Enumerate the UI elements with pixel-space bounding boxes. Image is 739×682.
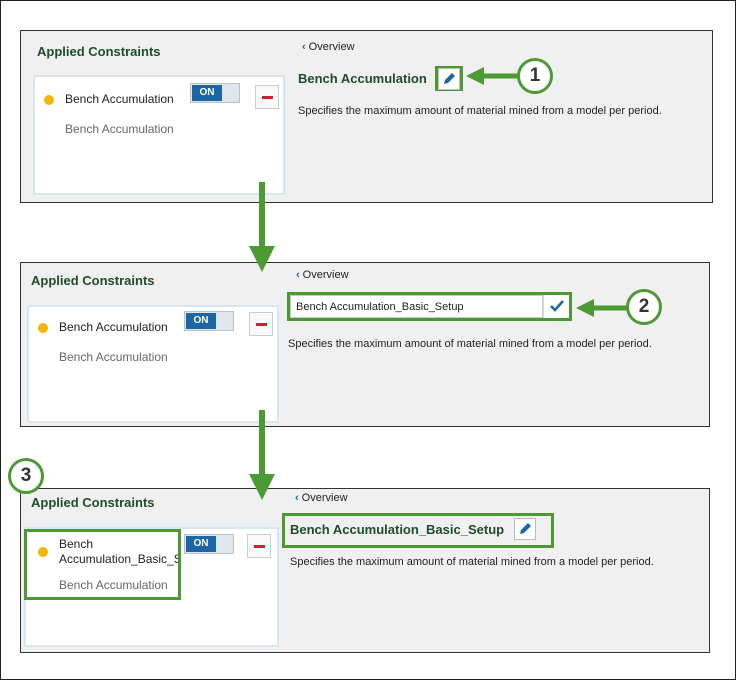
constraint-type: Bench Accumulation — [59, 578, 168, 592]
constraint-name-highlight — [24, 529, 181, 600]
detail-title: Bench Accumulation — [298, 71, 427, 86]
toggle-on-label: ON — [186, 313, 216, 329]
status-dot-icon — [44, 95, 54, 105]
overview-link[interactable]: ‹Overview — [295, 492, 348, 504]
panel-title: Applied Constraints — [37, 44, 161, 59]
constraint-type: Bench Accumulation — [65, 122, 174, 136]
edit-button[interactable] — [438, 68, 460, 90]
description: Specifies the maximum amount of material… — [290, 556, 654, 568]
constraint-name-input[interactable]: Bench Accumulation_Basic_Setup — [290, 295, 543, 318]
constraint-panel-2: Applied Constraints Bench Accumulation O… — [20, 262, 710, 427]
panel-title: Applied Constraints — [31, 495, 155, 510]
toggle-on-label: ON — [192, 85, 222, 101]
pencil-icon — [444, 73, 455, 84]
description: Specifies the maximum amount of material… — [298, 105, 662, 117]
flow-arrow-1 — [249, 182, 275, 272]
callout-arrow-2 — [576, 299, 627, 317]
overview-link[interactable]: ‹Overview — [302, 41, 355, 53]
status-dot-icon — [38, 323, 48, 333]
remove-button[interactable] — [255, 85, 279, 109]
constraint-list: Bench Accumulation ON Bench Accumulation — [27, 305, 279, 423]
enable-toggle[interactable]: ON — [184, 534, 234, 554]
constraint-name-line-2[interactable]: Accumulation_Basic_S — [59, 552, 182, 566]
callout-1: 1 — [517, 58, 553, 94]
chevron-left-icon: ‹ — [296, 269, 300, 281]
enable-toggle[interactable]: ON — [190, 83, 240, 103]
chevron-left-icon: ‹ — [302, 41, 306, 53]
pencil-icon — [520, 523, 531, 534]
status-dot-icon — [38, 547, 48, 557]
detail-title: Bench Accumulation_Basic_Setup — [290, 522, 505, 537]
checkmark-icon — [550, 300, 564, 312]
edit-button[interactable] — [514, 518, 536, 540]
constraint-type: Bench Accumulation — [59, 350, 168, 364]
toggle-on-label: ON — [186, 536, 216, 552]
confirm-button[interactable] — [543, 295, 569, 318]
callout-3: 3 — [8, 458, 44, 494]
callout-2: 2 — [626, 289, 662, 325]
flow-arrow-2 — [249, 410, 275, 500]
detail-title-highlight — [282, 513, 554, 548]
name-input-highlight — [287, 292, 572, 321]
chevron-left-icon: ‹ — [295, 492, 299, 504]
constraint-panel-1: Applied Constraints Bench Accumulation O… — [20, 30, 713, 203]
remove-button[interactable] — [247, 534, 271, 558]
remove-button[interactable] — [249, 312, 273, 336]
constraint-name[interactable]: Bench Accumulation — [65, 92, 174, 106]
description: Specifies the maximum amount of material… — [288, 338, 652, 350]
constraint-panel-3: Applied Constraints Bench Accumulation_B… — [20, 488, 710, 653]
constraint-name-line-1[interactable]: Bench — [59, 537, 94, 551]
callout-arrow-1 — [466, 67, 518, 85]
overview-link[interactable]: ‹Overview — [296, 269, 349, 281]
constraint-name[interactable]: Bench Accumulation — [59, 320, 168, 334]
constraint-list: Bench Accumulation_Basic_S ON Bench Accu… — [24, 527, 279, 647]
constraint-list: Bench Accumulation ON Bench Accumulation — [33, 75, 285, 195]
enable-toggle[interactable]: ON — [184, 311, 234, 331]
panel-title: Applied Constraints — [31, 273, 155, 288]
